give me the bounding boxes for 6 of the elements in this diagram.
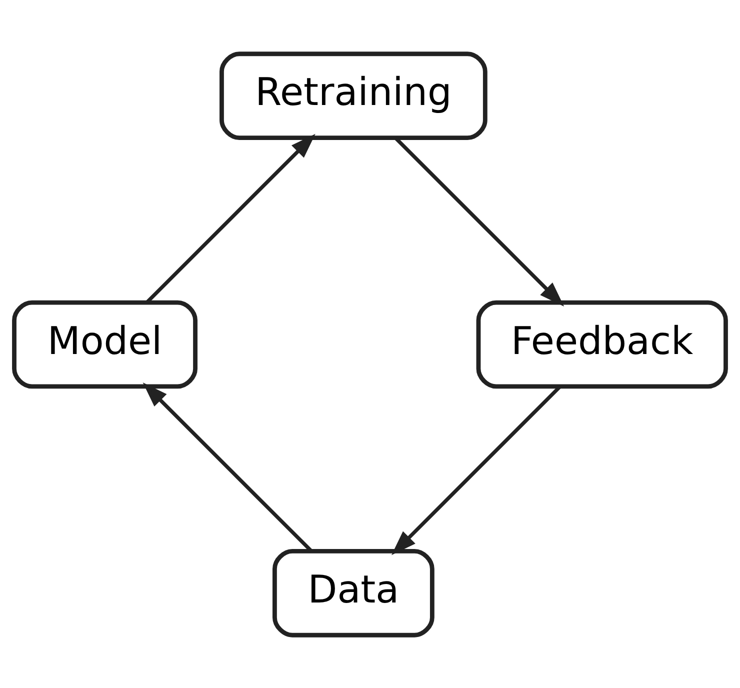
node-box: Retraining <box>220 51 488 140</box>
node-box: Model <box>12 300 198 388</box>
node-box: Data <box>272 548 434 637</box>
node-box: Feedback <box>476 300 728 388</box>
arrow <box>146 133 316 304</box>
arrow <box>142 382 313 552</box>
